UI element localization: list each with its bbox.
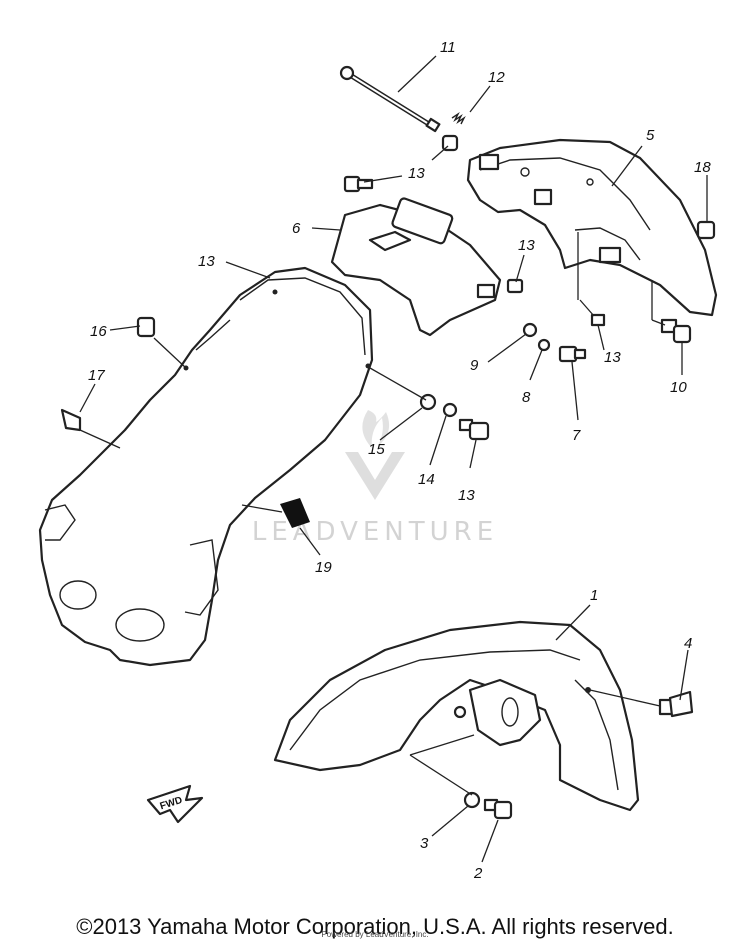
part-8-washer [537, 338, 551, 352]
callout-5: 5 [646, 127, 655, 144]
callout-8: 8 [522, 389, 531, 406]
part-14-rear-fender [38, 266, 374, 667]
callout-16: 14 [418, 471, 435, 488]
callouts: 11 12 13 5 18 6 13 13 16 17 9 13 10 8 7 … [88, 39, 711, 882]
credit-text: Powered by LeadVenture, Inc. [321, 930, 429, 939]
callout-1: 1 [590, 587, 598, 604]
part-13-bolt-left [343, 175, 374, 193]
part-16-washer [442, 402, 458, 418]
part-10-bolt [660, 318, 692, 344]
callout-12: 12 [488, 69, 505, 86]
callout-17: 15 [368, 441, 385, 458]
part-4-clip [658, 690, 694, 718]
callout-2: 2 [473, 865, 483, 882]
callout-11: 11 [440, 39, 456, 56]
part-12-clip [451, 111, 466, 125]
callout-3: 3 [420, 835, 429, 852]
callout-10: 10 [670, 379, 687, 396]
part-9-washer [522, 322, 538, 338]
callout-13: 13 [604, 349, 621, 366]
callout-20: 18 [694, 159, 711, 176]
part-3-washer [463, 791, 481, 809]
callout-13: 13 [518, 237, 535, 254]
part-6-bracket [330, 197, 502, 337]
callout-13: 13 [408, 165, 425, 182]
copyright-text: ©2013 Yamaha Motor Corporation, U.S.A. A… [76, 914, 674, 939]
callout-21: 19 [315, 559, 332, 576]
callout-18: 16 [90, 323, 107, 340]
part-13-bolt-mid [506, 278, 524, 294]
part-13-nut-right [590, 313, 606, 327]
callout-9: 9 [470, 357, 479, 374]
callout-19: 17 [88, 367, 105, 384]
part-17-washer [419, 393, 437, 411]
part-11-bolt [339, 65, 441, 133]
part-5-tail-bracket [466, 138, 718, 317]
part-15-bolt [458, 418, 490, 441]
callout-15: 13 [458, 487, 475, 504]
part-1-front-fender [273, 620, 640, 812]
part-2-bolt [483, 798, 513, 820]
part-19-clip [60, 408, 82, 432]
part-21-label [280, 498, 310, 528]
part-7-bolt [558, 345, 587, 363]
leader-lines [79, 55, 708, 863]
part-20-grommet [696, 220, 716, 240]
callout-14: 13 [198, 253, 215, 270]
callout-7: 7 [572, 427, 581, 444]
callout-4: 4 [684, 635, 692, 652]
part-18-damper [136, 316, 156, 338]
fwd-arrow-icon: FWD [146, 784, 204, 824]
callout-6: 6 [292, 220, 301, 237]
watermark-logo-icon [345, 452, 405, 500]
